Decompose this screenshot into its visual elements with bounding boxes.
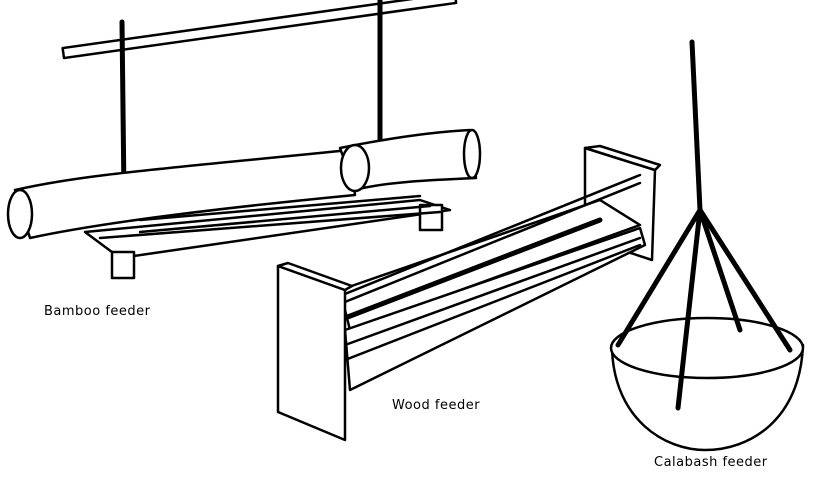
bamboo-feeder-label: Bamboo feeder [44, 304, 151, 319]
calabash-feeder-drawing [609, 39, 805, 452]
calabash-feeder-label: Calabash feeder [654, 455, 768, 470]
wood-feeder-label: Wood feeder [392, 398, 481, 413]
bamboo-feeder-drawing [6, 0, 482, 280]
wood-feeder-drawing [276, 144, 662, 442]
